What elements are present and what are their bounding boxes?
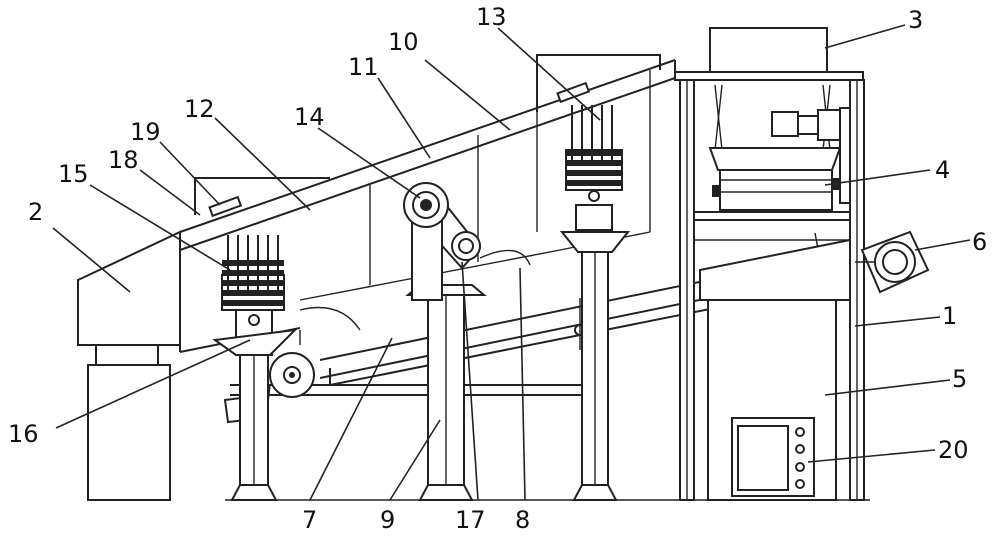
control-cabinet [707, 299, 837, 501]
spring-stack-left [221, 235, 285, 311]
label-2: 2 [28, 198, 43, 226]
support-columns [212, 190, 631, 501]
label-10: 10 [388, 28, 419, 56]
leader-lines [52, 24, 971, 501]
label-18: 18 [108, 146, 139, 174]
label-7: 7 [302, 506, 317, 534]
label-4: 4 [935, 156, 950, 184]
label-12: 12 [184, 95, 215, 123]
label-15: 15 [58, 160, 89, 188]
label-9: 9 [380, 506, 395, 534]
label-17: 17 [455, 506, 486, 534]
drive-motor [855, 230, 930, 294]
label-13: 13 [476, 3, 507, 31]
vibration-drive [403, 182, 482, 301]
spring-stack-right [565, 105, 623, 191]
label-14: 14 [294, 103, 325, 131]
label-6: 6 [972, 228, 987, 256]
part-labels: 1 2 3 4 5 6 7 8 9 10 11 12 13 14 15 16 1… [8, 3, 987, 534]
bottom-belt [223, 352, 590, 431]
label-16: 16 [8, 420, 39, 448]
feed-hopper [77, 230, 181, 501]
label-1: 1 [942, 302, 957, 330]
label-3: 3 [908, 6, 923, 34]
label-8: 8 [515, 506, 530, 534]
label-20: 20 [938, 436, 969, 464]
label-5: 5 [952, 365, 967, 393]
label-19: 19 [130, 118, 161, 146]
magnetic-separator [708, 84, 851, 211]
label-11: 11 [348, 53, 379, 81]
